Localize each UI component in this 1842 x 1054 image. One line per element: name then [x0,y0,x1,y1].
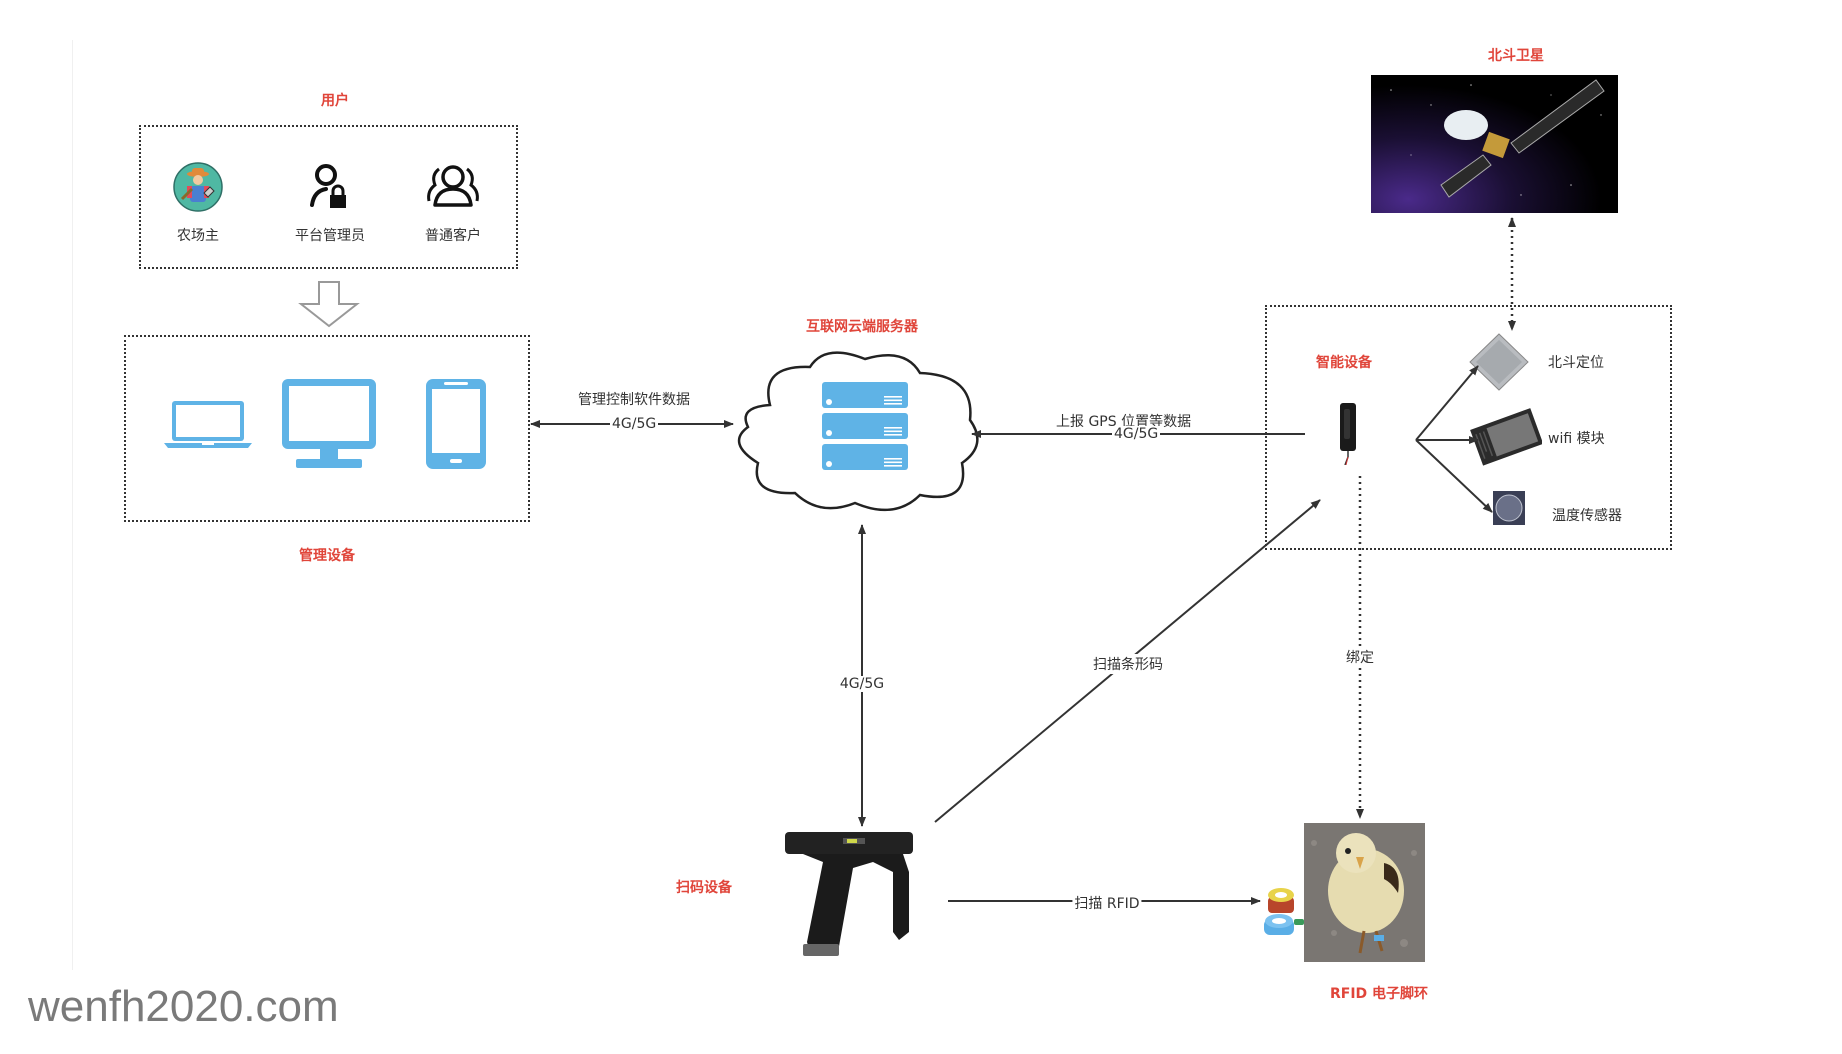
rfid-scanner-icon[interactable] [783,832,923,964]
user-farmer[interactable]: 农场主 [163,161,233,245]
admin-lock-icon [304,161,356,213]
user-customer-label: 普通客户 [425,228,481,244]
scanner-title: 扫码设备 [676,880,732,896]
temp-sensor-label: 温度传感器 [1552,508,1622,524]
phone-icon[interactable] [426,379,486,473]
link-smart-rfid-label: 绑定 [1344,647,1376,667]
link-smart-cloud-mid-label: 4G/5G [1112,426,1161,442]
smart-device-title: 智能设备 [1316,355,1372,371]
beidou-chip-icon [1468,332,1530,396]
link-scanner-smart-label: 扫描条形码 [1091,654,1165,674]
users-group: 农场主 平台管理员 普通客户 [139,125,518,269]
management-devices-group [124,335,530,522]
user-admin-label: 平台管理员 [295,228,365,244]
server-stack-icon [822,382,908,476]
satellite-image [1371,75,1618,213]
monitor-icon[interactable] [282,379,376,473]
watermark: wenfh2020.com [28,982,339,1031]
link-mgmt-cloud-mid-label: 4G/5G [610,416,659,432]
rfid-title: RFID 电子脚环 [1330,986,1429,1002]
laptop-icon[interactable] [164,399,252,453]
user-admin[interactable]: 平台管理员 [285,161,375,245]
user-group-icon [425,161,481,213]
link-scanner-cloud-label: 4G/5G [837,676,887,692]
cloud-title: 互联网云端服务器 [806,319,918,335]
left-edge-line [72,40,73,970]
chick-photo [1304,823,1425,962]
wifi-module-icon [1470,404,1544,470]
beidou-label: 北斗定位 [1548,355,1604,371]
user-customer[interactable]: 普通客户 [413,161,493,245]
wifi-label: wifi 模块 [1548,431,1605,447]
rfid-rings-icon [1262,885,1306,945]
satellite-title: 北斗卫星 [1488,48,1544,64]
users-title: 用户 [321,93,349,109]
farmer-avatar-icon [172,161,224,213]
gps-tracker-icon[interactable] [1339,403,1357,469]
temperature-sensor-icon [1493,491,1525,529]
down-arrow-icon [297,280,361,332]
management-title: 管理设备 [299,548,355,564]
smart-device-group [1265,305,1672,550]
link-mgmt-cloud-top-label: 管理控制软件数据 [578,392,690,408]
cloud-server[interactable] [730,345,990,519]
user-farmer-label: 农场主 [177,228,219,244]
link-scanner-rfid-label: 扫描 RFID [1072,893,1142,913]
